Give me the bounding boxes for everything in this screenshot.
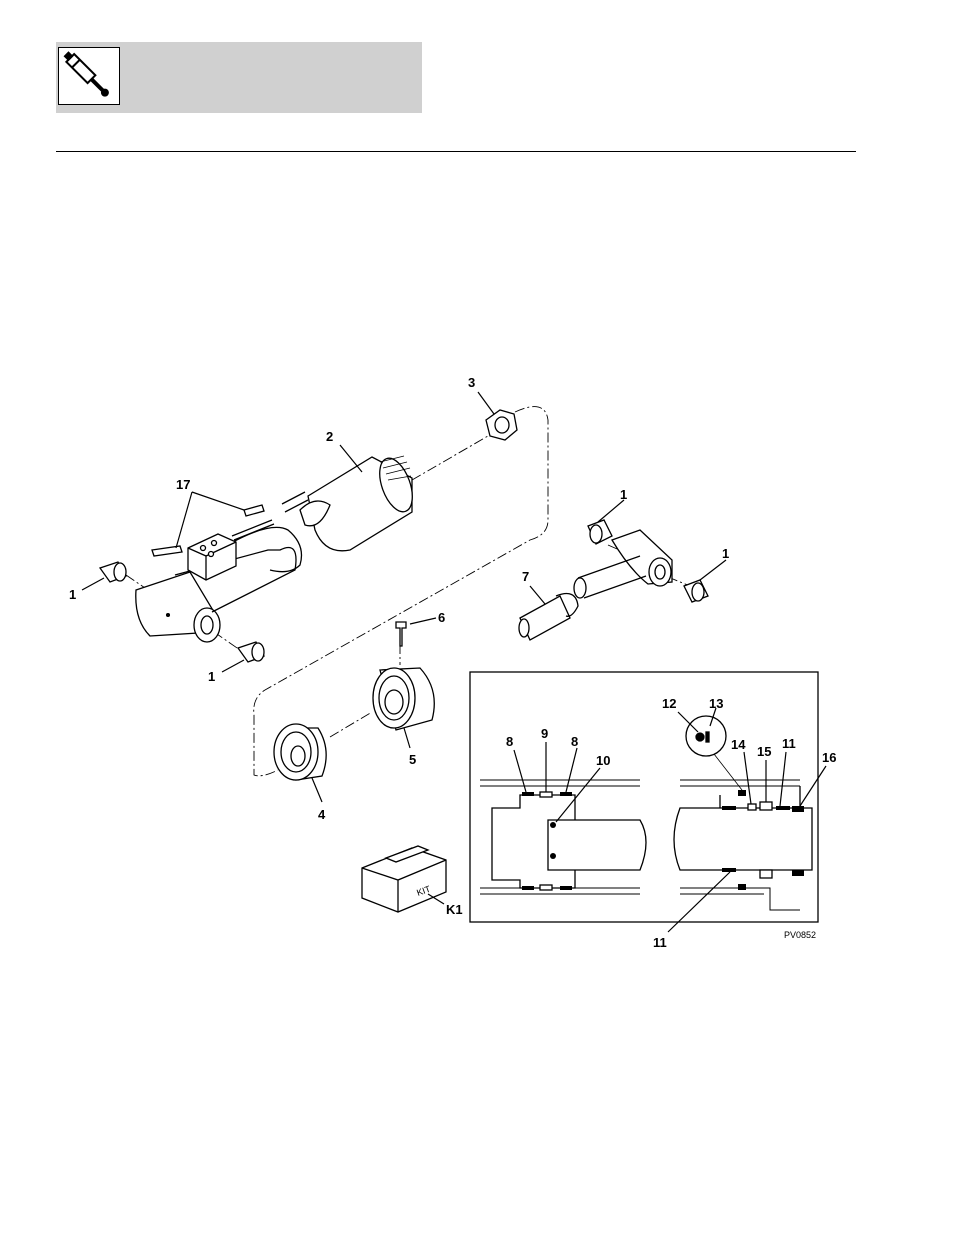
callout-1: 1 — [620, 487, 627, 502]
callout-11: 11 — [653, 935, 667, 950]
part-k1-kit-box — [361, 845, 447, 913]
callout-3: 3 — [468, 375, 475, 390]
part-6-screw — [395, 621, 407, 647]
callout-13: 13 — [709, 696, 723, 711]
callout-5: 5 — [409, 752, 416, 767]
callout-11: 11 — [782, 736, 796, 751]
figure-code: PV0852 — [784, 930, 816, 940]
callout-6: 6 — [438, 610, 445, 625]
callout-9: 9 — [541, 726, 548, 741]
rod-end — [573, 529, 673, 599]
callout-17: 17 — [176, 477, 190, 492]
part-7-rod — [518, 592, 579, 641]
part-4-head — [273, 723, 327, 781]
callout-7: 7 — [522, 569, 529, 584]
part-5-piston — [372, 667, 435, 731]
callout-16: 16 — [822, 750, 836, 765]
pin-caps — [98, 519, 709, 663]
callout-2: 2 — [326, 429, 333, 444]
callout-1: 1 — [208, 669, 215, 684]
header-rule — [56, 151, 856, 152]
part-3-nut — [485, 409, 518, 441]
callout-4: 4 — [318, 807, 326, 822]
callout-8: 8 — [571, 734, 578, 749]
valve-block — [151, 504, 275, 581]
kit-box-label: KIT — [415, 884, 432, 898]
callout-12: 12 — [662, 696, 676, 711]
callout-1: 1 — [69, 587, 76, 602]
callout-10: 10 — [596, 753, 610, 768]
callout-1: 1 — [722, 546, 729, 561]
callout-15: 15 — [757, 744, 771, 759]
callout-14: 14 — [731, 737, 746, 752]
part-2-barrel — [281, 455, 413, 552]
seal-detail-inset — [469, 671, 819, 923]
hydraulic-cylinder-icon — [58, 47, 120, 105]
callout-k1: K1 — [446, 902, 463, 917]
cylinder-base-end — [135, 526, 303, 643]
callout-8: 8 — [506, 734, 513, 749]
